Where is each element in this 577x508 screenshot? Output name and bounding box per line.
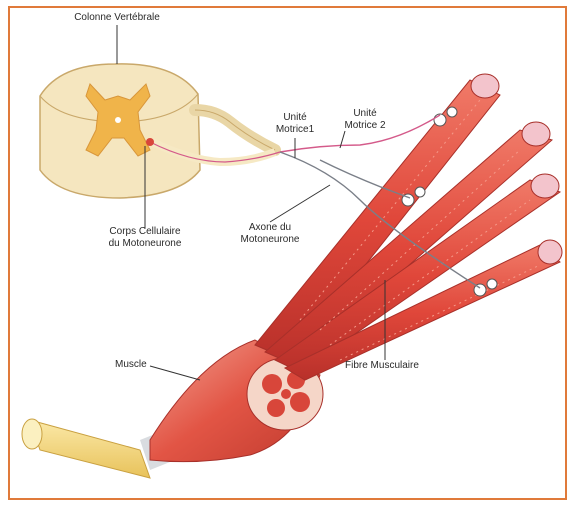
label-axon-line2: Motoneurone [230, 234, 310, 246]
label-motor-unit-2: Unité Motrice 2 [335, 108, 395, 132]
label-axon-line1: Axone du [230, 222, 310, 234]
label-motor-unit-2-line1: Unité [335, 108, 395, 120]
label-motor-unit-2-line2: Motrice 2 [335, 120, 395, 132]
label-muscle-fiber: Fibre Musculaire [345, 360, 419, 372]
label-cell-body-line2: du Motoneurone [90, 238, 200, 250]
label-axon: Axone du Motoneurone [230, 222, 310, 246]
label-motor-unit-1: Unité Motrice1 [270, 112, 320, 136]
label-cell-body: Corps Cellulaire du Motoneurone [90, 226, 200, 250]
label-motor-unit-1-line1: Unité [270, 112, 320, 124]
label-motor-unit-1-line2: Motrice1 [270, 124, 320, 136]
label-cell-body-line1: Corps Cellulaire [90, 226, 200, 238]
label-spinal-cord: Colonne Vertébrale [52, 12, 182, 24]
label-muscle: Muscle [115, 359, 147, 371]
spinal-cord-section [40, 64, 280, 198]
